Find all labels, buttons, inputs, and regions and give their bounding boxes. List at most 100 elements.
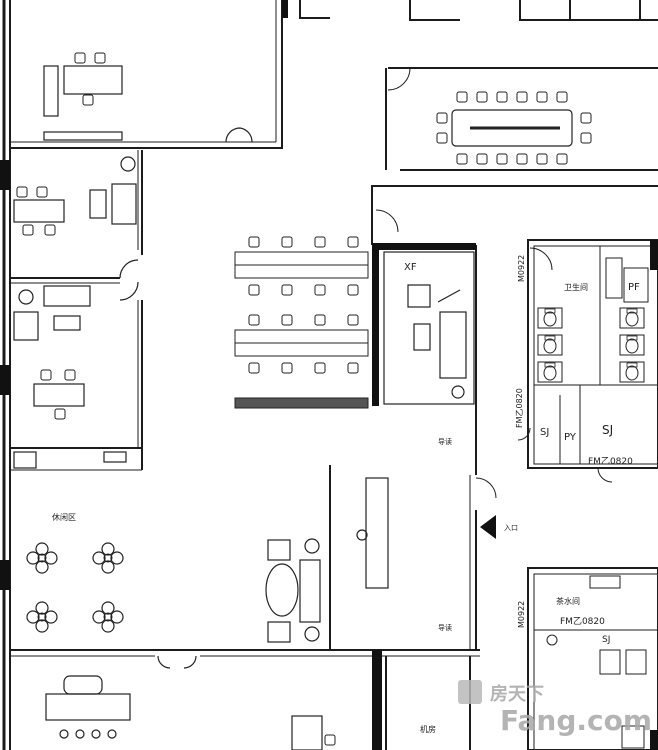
- office-topleft-furniture: [43, 52, 253, 143]
- label-rest-area: 休闲区: [52, 512, 76, 522]
- label-sj-tea: SJ: [602, 635, 610, 645]
- label-sj-large: SJ: [602, 423, 613, 437]
- lounge-plant-top: [304, 538, 320, 554]
- office-mid1-armchair: [111, 183, 137, 225]
- office-mid2-door: [119, 281, 139, 301]
- tea-wc-c: [621, 725, 645, 749]
- restroom-fixtures: [537, 257, 649, 383]
- office-bottomleft-chair: [63, 675, 103, 695]
- office-topleft-wall: [10, 0, 283, 149]
- workstations: [234, 251, 369, 409]
- lounge-armchair-top: [267, 539, 291, 561]
- corridor-wall: [371, 185, 658, 245]
- watermark-logo: 房天下 Fang.com: [458, 680, 652, 737]
- label-tea-room: 茶水间: [556, 596, 580, 606]
- door-side: [517, 427, 531, 441]
- office-topleft-cabinet: [43, 131, 123, 141]
- door-corridor: [375, 209, 399, 233]
- xf-chair: [407, 284, 431, 308]
- tea-sink: [546, 634, 558, 646]
- label-toilet: 卫生间: [564, 282, 588, 292]
- rest-area-seating: [26, 542, 124, 633]
- label-door-m0922-bottom: M0922: [517, 601, 526, 628]
- door-restroom: [529, 247, 553, 271]
- xf-lamp: [437, 289, 461, 303]
- thick-wall-left-a: [0, 160, 10, 190]
- xf-plant: [451, 385, 465, 399]
- thick-wall-right-bot: [650, 730, 658, 750]
- thick-wall-right-top: [650, 240, 658, 270]
- restroom-sink: [605, 257, 623, 299]
- restroom-block: [527, 239, 658, 469]
- thick-wall-left-c: [0, 560, 10, 590]
- tea-block: [527, 567, 658, 750]
- office-topleft-desk: [63, 65, 123, 95]
- thick-wall-left-b: [0, 365, 10, 395]
- office-mid2-sink: [13, 451, 37, 469]
- label-xf: XF: [404, 262, 417, 273]
- desk-bottom-bar: [234, 397, 369, 409]
- pf-box: [623, 267, 649, 303]
- label-door-fm-tea: FM乙0820: [560, 616, 605, 627]
- conference-table: [436, 91, 592, 165]
- office-topleft-side: [43, 65, 59, 117]
- office-mid1-furniture: [13, 156, 139, 279]
- office-mid1-plant: [120, 156, 136, 172]
- door-sj: [597, 467, 613, 483]
- bottom-mid-desk: [291, 715, 323, 750]
- top-room-wall-a: [409, 0, 460, 21]
- xf-room-wall-left: [372, 243, 379, 406]
- top-room-wall-b: [519, 0, 571, 21]
- watermark-icon: [458, 680, 482, 704]
- office-mid1-cabinet: [89, 189, 107, 219]
- office-mid2-furniture: [13, 281, 139, 469]
- office-bottomleft-desk: [45, 693, 131, 721]
- watermark-cn: 房天下: [490, 683, 544, 705]
- door-arcs: [375, 67, 613, 499]
- label-sj-small: SJ: [540, 427, 549, 438]
- bottom-mid-furniture: [291, 715, 336, 750]
- central-lounge: [265, 477, 389, 643]
- office-topleft-door: [225, 127, 253, 143]
- conference-table-top: [451, 109, 573, 147]
- lounge-reception-desk: [365, 477, 389, 589]
- lounge-sofa: [299, 559, 321, 623]
- office-mid1-desk: [13, 199, 65, 223]
- office-mid2-bench: [103, 451, 127, 463]
- office-mid2-plant: [18, 289, 34, 305]
- top-corridor-wall: [299, 0, 330, 19]
- office-bottomleft-furniture: [45, 655, 197, 739]
- office-mid2-sofa: [43, 285, 91, 307]
- label-door-m0922-top: M0922: [517, 255, 526, 282]
- watermark-en: Fang.com: [500, 704, 652, 737]
- label-door-fm-side: FM乙0820: [515, 388, 524, 428]
- office-mid2-desk: [33, 383, 85, 407]
- door-exit: [475, 477, 497, 499]
- label-door-fm-sj: FM乙0820: [588, 456, 633, 467]
- office-mid1-door: [119, 259, 139, 279]
- thick-wall-bottom-mid: [372, 650, 382, 750]
- lounge-reception-chair: [356, 529, 368, 541]
- office-mid2-armchair: [13, 311, 39, 341]
- door-conference: [387, 67, 411, 91]
- label-py: PY: [564, 432, 577, 443]
- lounge-plant-bottom: [304, 626, 320, 642]
- xf-room-frame: [383, 251, 475, 405]
- tea-fixtures: [546, 575, 647, 749]
- xf-room: [383, 251, 475, 405]
- entry-arrow-icon: [480, 515, 496, 539]
- xf-sofa: [439, 311, 467, 379]
- office-bottomleft-door: [157, 655, 197, 669]
- label-exit-bottom: 导读: [438, 623, 452, 632]
- restroom-block-inner: [533, 245, 658, 465]
- thick-wall-top-left: [282, 0, 288, 18]
- labels: XF PF 卫生间 SJ PY SJ FM乙0820 M0922 FM乙0820…: [52, 255, 640, 734]
- xf-table: [413, 323, 431, 351]
- label-pf: PF: [628, 282, 640, 293]
- label-exit-top: 导读: [438, 437, 452, 446]
- office-mid2-table: [53, 315, 81, 331]
- tea-wc-b: [625, 649, 647, 675]
